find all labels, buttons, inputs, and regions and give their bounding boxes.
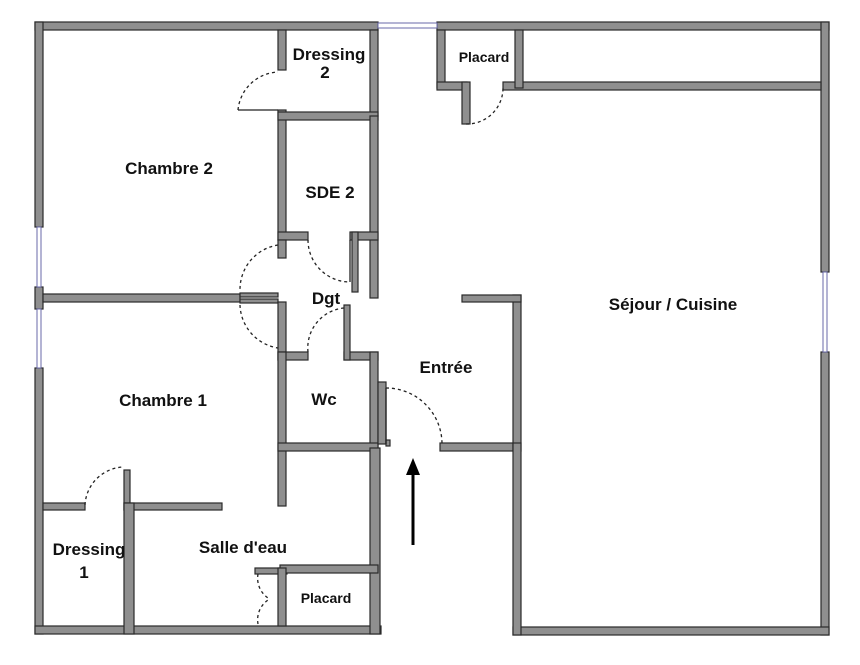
doors — [84, 71, 504, 625]
entrance-arrow-icon — [406, 458, 420, 545]
room-label-dressing-1: Dressing — [53, 540, 126, 559]
room-label-wc: Wc — [311, 390, 337, 409]
window-top — [377, 22, 438, 29]
room-label-dressing-1-number: 1 — [79, 563, 88, 582]
interior-walls — [42, 29, 822, 636]
room-label-chambre-1: Chambre 1 — [119, 391, 207, 410]
room-label-placard-top: Placard — [459, 49, 510, 65]
window-left-upper — [36, 226, 42, 288]
window-left-lower — [36, 308, 42, 369]
room-labels: Chambre 2 Dressing 2 SDE 2 Dgt Chambre 1… — [53, 45, 738, 606]
outer-walls — [34, 21, 830, 636]
window-right — [822, 271, 828, 353]
room-label-chambre-2: Chambre 2 — [125, 159, 213, 178]
room-label-dressing-2: Dressing — [293, 45, 366, 64]
windows — [36, 22, 828, 369]
room-label-salle-deau: Salle d'eau — [199, 538, 287, 557]
room-label-dgt: Dgt — [312, 289, 341, 308]
room-label-sde-2: SDE 2 — [305, 183, 354, 202]
room-label-placard-bottom: Placard — [301, 590, 352, 606]
room-label-sejour-cuisine: Séjour / Cuisine — [609, 295, 737, 314]
room-label-dressing-2-number: 2 — [320, 63, 329, 82]
room-label-entree: Entrée — [420, 358, 473, 377]
